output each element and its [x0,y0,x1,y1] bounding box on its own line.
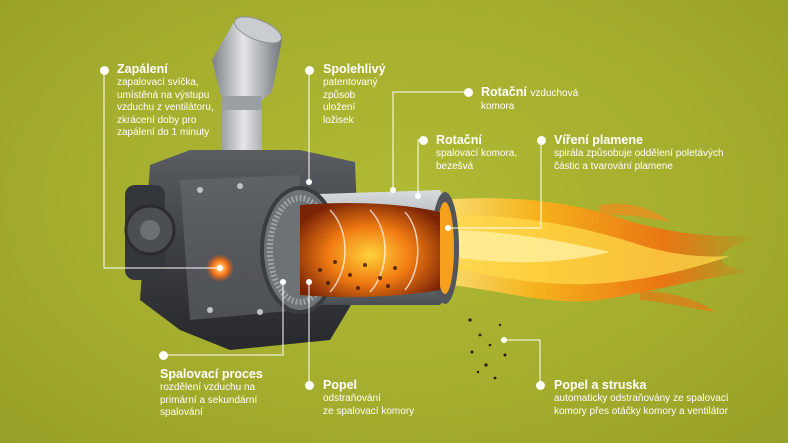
callout-line: zapálení do 1 minuty [117,127,210,138]
callout-title: Spalovací proces [160,367,263,381]
intake-pipe [212,16,282,180]
callout-spalovaci-proces: Spalovací proces rozdělení vzduchu na pr… [160,367,263,420]
callout-dot-spolehlivy [305,66,314,75]
callout-popel-a-struska: Popel a struska automaticky odstraňovány… [554,378,729,418]
callout-line: komory přes otáčky komory a ventilátor [554,405,728,417]
callout-dot-spalovaci-proces [159,351,168,360]
callout-title: Spolehlivý [323,62,386,76]
callout-dot-rotacni-spalovaci [419,136,428,145]
callout-rotacni-spalovaci: Rotační spalovací komora, bezešvá [436,133,517,173]
callout-popel: Popel odstraňování ze spalovací komory [323,378,414,418]
callout-dot-vireni [537,136,546,145]
leader-end-dots [217,179,507,343]
callout-dot-zapaleni [100,66,109,75]
callout-vireni-plamene: Víření plamene spirála způsobuje oddělen… [554,133,724,173]
callout-spolehlivy: Spolehlivý patentovaný způsob uložení lo… [323,62,386,127]
flame [440,198,760,312]
callout-line: způsob [323,89,356,101]
callout-line: vzduchu z ventilátoru, [117,102,214,113]
callout-line: primární a sekundární [160,394,258,406]
callout-line: umístěná na výstupu [117,89,210,101]
callout-line: spalování [160,407,203,418]
callout-line: ze spalovací komory [323,405,415,417]
callout-line: patentovaný [323,77,378,88]
callout-dot-popel-struska [536,381,545,390]
callout-rotacni-vzduchova: Rotační vzduchová komora [481,85,578,114]
callout-line: spalovací komora, [436,148,518,159]
callout-line: komora [481,101,515,112]
callout-line: ložisek [323,114,354,126]
callout-line: odstraňování [323,393,381,404]
callout-title-suffix: vzduchová [530,88,579,99]
rotary-combustion-chamber [260,186,459,314]
callout-dot-popel [305,381,314,390]
callout-line: rozdělení vzduchu na [160,382,256,393]
ash-particles [468,318,507,380]
callout-line: zkrácení doby pro [117,114,197,126]
callout-line: zapalovací svíčka, [117,77,199,88]
callout-line: spirála způsobuje oddělení poletávých [554,148,724,159]
leader-lines [103,70,542,385]
callout-line: automaticky odstraňovány ze spalovací [554,393,729,404]
callout-title: Víření plamene [554,133,643,147]
callout-zapaleni: Zapálení zapalovací svíčka, umístěná na … [117,62,214,140]
callout-line: bezešvá [436,160,474,172]
callout-line: uložení [323,102,356,113]
callout-title: Popel a struska [554,378,647,392]
callout-title: Rotační [481,85,527,99]
callout-dot-rotacni-vzduchova [464,88,473,97]
callout-line: částic a tvarování plamene [554,160,673,172]
callout-title: Popel [323,378,358,392]
callout-title: Rotační [436,133,482,147]
callout-title: Zapálení [117,62,168,76]
